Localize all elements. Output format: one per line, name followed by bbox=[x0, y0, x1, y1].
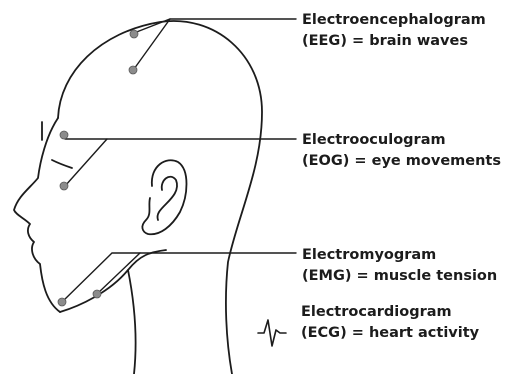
jaw-line bbox=[60, 250, 166, 312]
ear-inner-line bbox=[157, 177, 177, 220]
eeg-label: Electroencephalogram (EEG) = brain waves bbox=[302, 10, 486, 52]
head-profile-icon bbox=[58, 21, 262, 374]
eeg-description: (EEG) = brain waves bbox=[302, 31, 486, 52]
electrode-dot-icon bbox=[60, 182, 68, 190]
ecg-description: (ECG) = heart activity bbox=[301, 323, 479, 344]
eye-line bbox=[52, 160, 72, 168]
ecg-label: Electrocardiogram (ECG) = heart activity bbox=[301, 302, 479, 344]
eog-label: Electrooculogram (EOG) = eye movements bbox=[302, 130, 501, 172]
electrode-dot-icon bbox=[58, 298, 66, 306]
ear-icon bbox=[142, 160, 186, 234]
emg-description: (EMG) = muscle tension bbox=[302, 266, 497, 287]
electrode-dot-icon bbox=[60, 131, 68, 139]
electrode-dot-icon bbox=[129, 66, 137, 74]
electrode-dot-icon bbox=[93, 290, 101, 298]
heartbeat-waveform-icon bbox=[258, 320, 286, 346]
emg-label: Electromyogram (EMG) = muscle tension bbox=[302, 245, 497, 287]
eog-description: (EOG) = eye movements bbox=[302, 151, 501, 172]
neck-line bbox=[128, 270, 136, 374]
eog-leader-branch bbox=[65, 139, 107, 186]
eog-title: Electrooculogram bbox=[302, 130, 501, 151]
electrode-dot-icon bbox=[130, 30, 138, 38]
ecg-title: Electrocardiogram bbox=[301, 302, 479, 323]
face-profile-line bbox=[14, 118, 60, 312]
eeg-title: Electroencephalogram bbox=[302, 10, 486, 31]
emg-title: Electromyogram bbox=[302, 245, 497, 266]
